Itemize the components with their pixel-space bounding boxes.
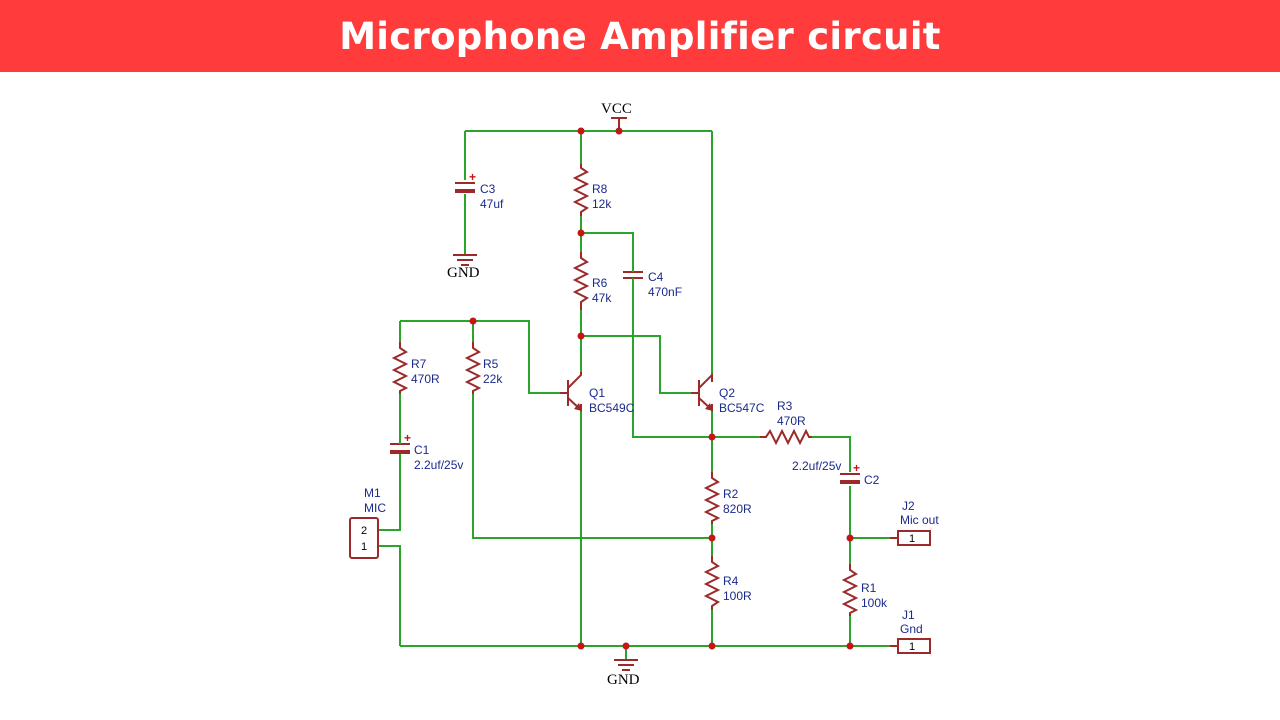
junction-dot	[708, 642, 716, 650]
resistor-r2: R2 820R	[703, 472, 752, 524]
r1-ref: R1	[861, 581, 877, 595]
c2-ref: C2	[864, 473, 880, 487]
junctions	[469, 127, 854, 650]
r8-value: 12k	[592, 197, 612, 211]
r4-ref: R4	[723, 574, 739, 588]
svg-text:+: +	[404, 431, 411, 445]
microphone-m1: 2 1 M1 MIC	[349, 486, 386, 559]
connector-j1: 1 J1 Gnd	[890, 608, 931, 654]
junction-dot	[577, 229, 585, 237]
j1-ref: J1	[902, 608, 915, 622]
q2-value: BC547C	[719, 401, 765, 415]
page-title: Microphone Amplifier circuit	[339, 14, 941, 58]
junction-dot	[708, 534, 716, 542]
j2-value: Mic out	[900, 513, 939, 527]
resistor-r7: R7 470R	[391, 342, 440, 394]
capacitor-c1: + C1 2.2uf/25v	[390, 431, 463, 472]
resistor-r5: R5 22k	[464, 342, 503, 394]
junction-dot	[577, 332, 585, 340]
capacitor-c3: + C3 47uf	[455, 170, 504, 211]
j2-ref: J2	[902, 499, 915, 513]
c1-ref: C1	[414, 443, 430, 457]
ground-symbol-top: GND	[447, 254, 480, 281]
svg-text:2: 2	[361, 525, 367, 537]
transistor-q2: Q2 BC547C	[691, 372, 765, 415]
gnd-label-top: GND	[447, 265, 480, 281]
capacitor-c4: C4 470nF	[623, 264, 682, 299]
r2-ref: R2	[723, 487, 739, 501]
junction-dot	[577, 127, 585, 135]
resistor-r6: R6 47k	[572, 252, 612, 310]
vcc-symbol: VCC	[601, 101, 632, 131]
r6-ref: R6	[592, 276, 608, 290]
junction-dot	[846, 534, 854, 542]
c2-value: 2.2uf/25v	[792, 459, 841, 473]
c3-value: 47uf	[480, 197, 504, 211]
capacitor-c2: + C2 2.2uf/25v	[792, 459, 880, 487]
vcc-label: VCC	[601, 101, 632, 117]
gnd-label-bottom: GND	[607, 672, 640, 688]
r5-ref: R5	[483, 357, 499, 371]
junction-dot	[577, 642, 585, 650]
j1-value: Gnd	[900, 622, 923, 636]
transistor-q1: Q1 BC549C	[560, 372, 635, 415]
svg-text:+: +	[469, 170, 476, 184]
r7-ref: R7	[411, 357, 427, 371]
c4-ref: C4	[648, 270, 664, 284]
title-banner: Microphone Amplifier circuit	[0, 0, 1280, 72]
r3-value: 470R	[777, 414, 806, 428]
svg-text:1: 1	[909, 533, 915, 545]
r2-value: 820R	[723, 502, 752, 516]
r3-ref: R3	[777, 399, 793, 413]
junction-dot	[469, 317, 477, 325]
connector-j2: 1 J2 Mic out	[890, 499, 939, 546]
junction-dot	[708, 433, 716, 441]
r7-value: 470R	[411, 372, 440, 386]
svg-text:1: 1	[909, 641, 915, 653]
resistor-r4: R4 100R	[703, 556, 752, 610]
resistor-r8: R8 12k	[572, 164, 612, 216]
q1-value: BC549C	[589, 401, 635, 415]
wires	[378, 130, 890, 660]
r4-value: 100R	[723, 589, 752, 603]
q1-ref: Q1	[589, 386, 605, 400]
junction-dot	[622, 642, 630, 650]
r8-ref: R8	[592, 182, 608, 196]
r6-value: 47k	[592, 291, 612, 305]
junction-dot	[846, 642, 854, 650]
svg-text:+: +	[853, 461, 860, 475]
r1-value: 100k	[861, 596, 888, 610]
c1-value: 2.2uf/25v	[414, 458, 463, 472]
c4-value: 470nF	[648, 285, 682, 299]
resistor-r1: R1 100k	[841, 564, 888, 616]
m1-value: MIC	[364, 501, 386, 515]
q2-ref: Q2	[719, 386, 735, 400]
ground-symbol-bottom: GND	[607, 659, 640, 688]
c3-ref: C3	[480, 182, 496, 196]
resistor-r3: R3 470R	[760, 399, 812, 446]
r5-value: 22k	[483, 372, 503, 386]
svg-text:1: 1	[361, 541, 367, 553]
m1-ref: M1	[364, 486, 381, 500]
